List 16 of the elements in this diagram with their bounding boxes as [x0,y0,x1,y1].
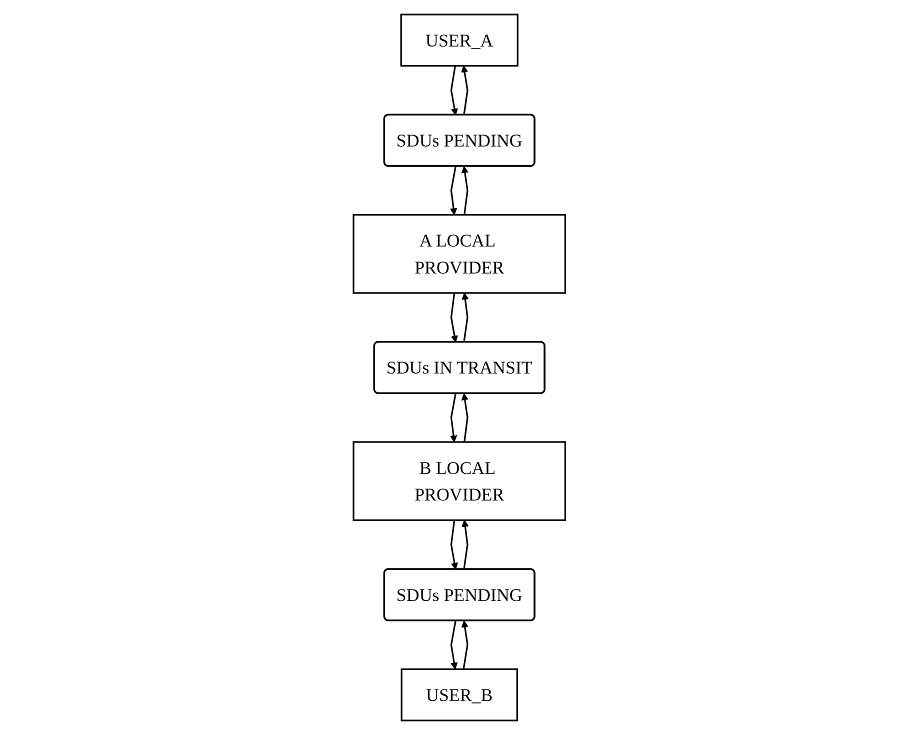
arrow [460,393,468,442]
arrow [450,66,458,116]
arrow [461,520,468,570]
arrow [450,292,458,343]
arrow [461,292,468,342]
node-box: USER_B [400,668,518,722]
node-box: B LOCAL PROVIDER [352,441,566,521]
arrow [460,66,468,116]
node-box: A LOCAL PROVIDER [352,214,566,294]
arrow [460,166,468,215]
node-box: USER_A [400,14,518,67]
arrow [460,620,468,670]
arrow [450,393,457,442]
arrow [450,620,458,670]
arrow [450,520,458,570]
arrow [450,166,457,216]
